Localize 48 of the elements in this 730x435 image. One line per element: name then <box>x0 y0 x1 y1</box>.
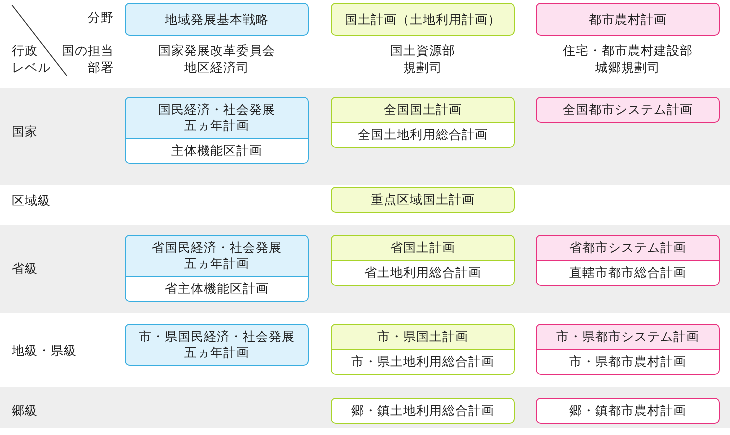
box-heading: 都市農村計画 <box>588 11 668 29</box>
row-label: 区域級 <box>12 192 51 209</box>
row-label: 省級 <box>12 260 38 277</box>
box-text: 直轄市都市総合計画 <box>537 260 719 285</box>
box-heading: 省国民経済・社会発展五ヵ年計画 <box>151 239 283 273</box>
box-heading: 市・県国土計画 <box>376 328 470 346</box>
row-label: 国家 <box>12 123 38 140</box>
box-heading: 全国国土計画 <box>383 101 463 119</box>
row-header-label: 行政レベル <box>12 42 51 76</box>
department-label: 国土資源部規劃司 <box>390 42 456 76</box>
plan-box <box>125 324 309 366</box>
box-text: 市・県都市農村計画 <box>537 349 719 374</box>
box-text: 主体機能区計画 <box>126 138 308 163</box>
box-heading: 国土計画（土地利用計画） <box>344 11 502 29</box>
category-box <box>125 3 309 36</box>
category-box <box>536 3 720 36</box>
box-heading: 地域発展基本戦略 <box>164 11 270 29</box>
box-heading: 全国都市システム計画 <box>562 101 694 119</box>
plan-box <box>331 398 515 424</box>
plan-box <box>331 235 515 286</box>
plan-box <box>125 97 309 164</box>
plan-box <box>536 324 720 375</box>
department-label: 住宅・都市農村建設部城郷規劃司 <box>562 42 694 76</box>
box-heading: 国民経済・社会発展五ヵ年計画 <box>158 101 276 135</box>
department-label: 国家発展改革委員会地区経済司 <box>158 42 276 76</box>
box-heading: 郷・鎮土地利用総合計画 <box>350 402 496 420</box>
plan-box <box>331 97 515 148</box>
column-header-label: 国の担当部署 <box>62 42 114 76</box>
box-text: 省土地利用総合計画 <box>332 260 514 285</box>
box-text: 全国土地利用総合計画 <box>332 122 514 147</box>
row-label: 郷級 <box>12 402 38 419</box>
plan-box <box>536 235 720 286</box>
plan-box <box>536 97 720 123</box>
box-heading: 郷・鎮都市農村計画 <box>568 402 688 420</box>
box-text: 省主体機能区計画 <box>126 276 308 301</box>
box-text: 市・県土地利用総合計画 <box>332 349 514 374</box>
plan-box <box>125 235 309 302</box>
plan-box <box>536 398 720 424</box>
category-box <box>331 3 515 36</box>
box-heading: 省国土計画 <box>390 239 456 257</box>
plan-box <box>331 324 515 375</box>
row-label: 地級・県級 <box>12 342 77 359</box>
box-heading: 市・県都市システム計画 <box>556 328 700 346</box>
box-heading: 省都市システム計画 <box>568 239 688 257</box>
column-header-label: 分野 <box>88 9 114 26</box>
plan-box <box>331 187 515 213</box>
box-heading: 市・県国民経済・社会発展五ヵ年計画 <box>138 328 296 362</box>
box-heading: 重点区域国土計画 <box>370 191 476 209</box>
